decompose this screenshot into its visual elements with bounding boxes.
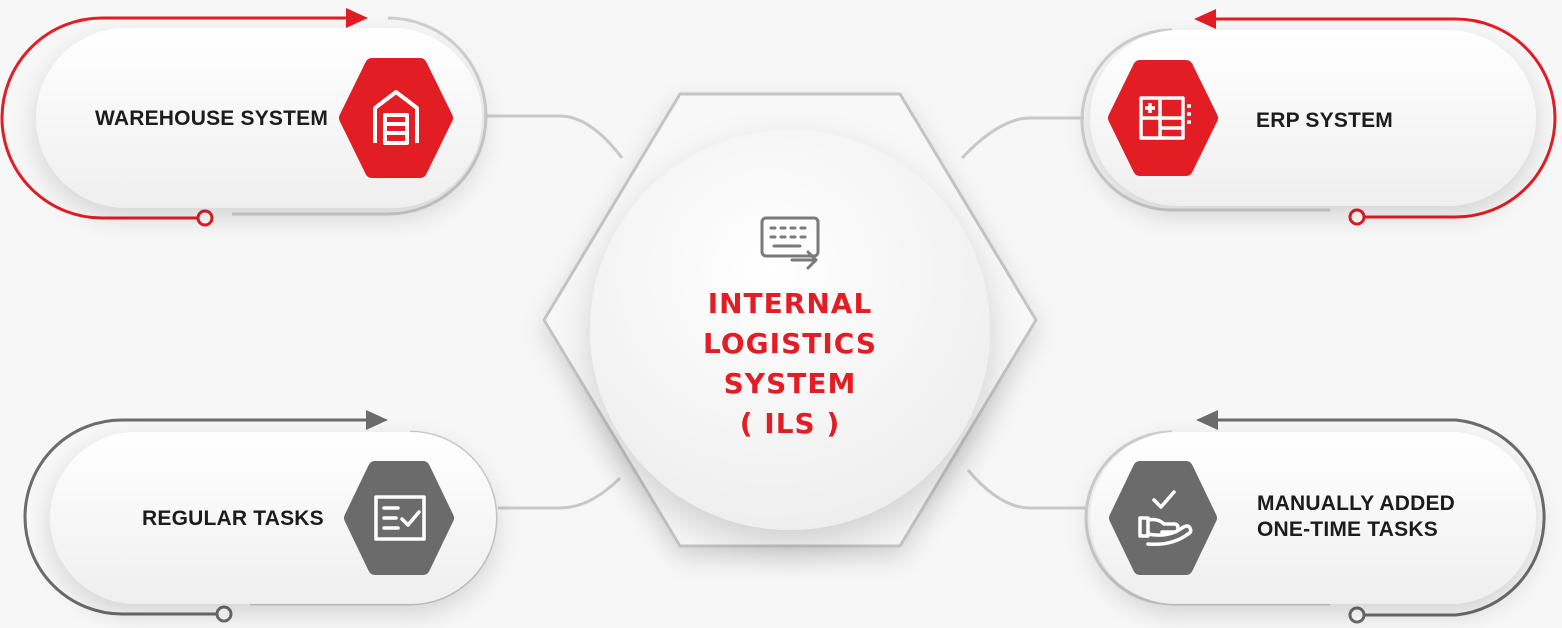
manual-flow-arc bbox=[1208, 418, 1546, 617]
manual-flow-node bbox=[1348, 606, 1366, 624]
center-title-line-4: ( ILS ) bbox=[739, 407, 841, 440]
connector-erp bbox=[960, 116, 1084, 160]
manual-hexagon bbox=[1109, 461, 1217, 575]
regular-flow-arrow bbox=[366, 410, 388, 430]
regular-flow-node bbox=[215, 605, 233, 623]
connector-regular bbox=[498, 476, 622, 510]
erp-pill bbox=[1090, 30, 1536, 206]
connector-warehouse bbox=[486, 114, 624, 159]
module-regular bbox=[23, 410, 498, 623]
erp-dashboard-icon bbox=[1139, 96, 1191, 140]
warehouse-flow-arrow bbox=[346, 8, 368, 28]
erp-flow-arrow bbox=[1194, 9, 1216, 29]
warehouse-hexagon bbox=[339, 58, 453, 178]
center-title: INTERNAL LOGISTICS SYSTEM ( ILS ) bbox=[640, 284, 940, 444]
center-title-line-3: SYSTEM bbox=[723, 367, 857, 400]
regular-hexagon bbox=[344, 461, 454, 575]
regular-flow-arc bbox=[23, 418, 376, 616]
regular-tasks-label: REGULAR TASKS bbox=[142, 507, 324, 530]
hand-check-icon bbox=[1138, 490, 1193, 547]
center-title-line-1: INTERNAL bbox=[707, 287, 873, 320]
warehouse-flow-arc bbox=[0, 16, 362, 220]
keyboard-input-icon bbox=[760, 216, 820, 270]
manual-tasks-label-line-2: ONE-TIME TASKS bbox=[1257, 518, 1438, 541]
connector-manual bbox=[966, 469, 1086, 510]
manual-tasks-label: MANUALLY ADDED ONE-TIME TASKS bbox=[1257, 491, 1455, 543]
connectors bbox=[486, 114, 1086, 510]
warehouse-label: WAREHOUSE SYSTEM bbox=[95, 107, 329, 130]
module-warehouse bbox=[0, 8, 488, 227]
center-hub bbox=[542, 92, 1038, 548]
module-erp bbox=[1080, 9, 1557, 226]
manual-pill-outline bbox=[1084, 430, 1330, 606]
erp-pill-outline bbox=[1080, 28, 1330, 212]
center-circle bbox=[590, 130, 990, 530]
erp-flow-arc bbox=[1202, 17, 1557, 219]
erp-flow-node bbox=[1348, 208, 1366, 226]
checklist-icon bbox=[374, 495, 426, 541]
manual-flow-arrow bbox=[1196, 410, 1218, 430]
manual-pill bbox=[1090, 432, 1536, 604]
warehouse-garage-icon bbox=[373, 90, 419, 145]
manual-tasks-label-line-1: MANUALLY ADDED bbox=[1257, 492, 1456, 515]
module-manual bbox=[1084, 410, 1546, 624]
center-title-line-2: LOGISTICS bbox=[703, 327, 877, 360]
erp-label: ERP SYSTEM bbox=[1256, 109, 1393, 132]
warehouse-pill-outline bbox=[232, 16, 488, 216]
warehouse-flow-node bbox=[196, 209, 214, 227]
